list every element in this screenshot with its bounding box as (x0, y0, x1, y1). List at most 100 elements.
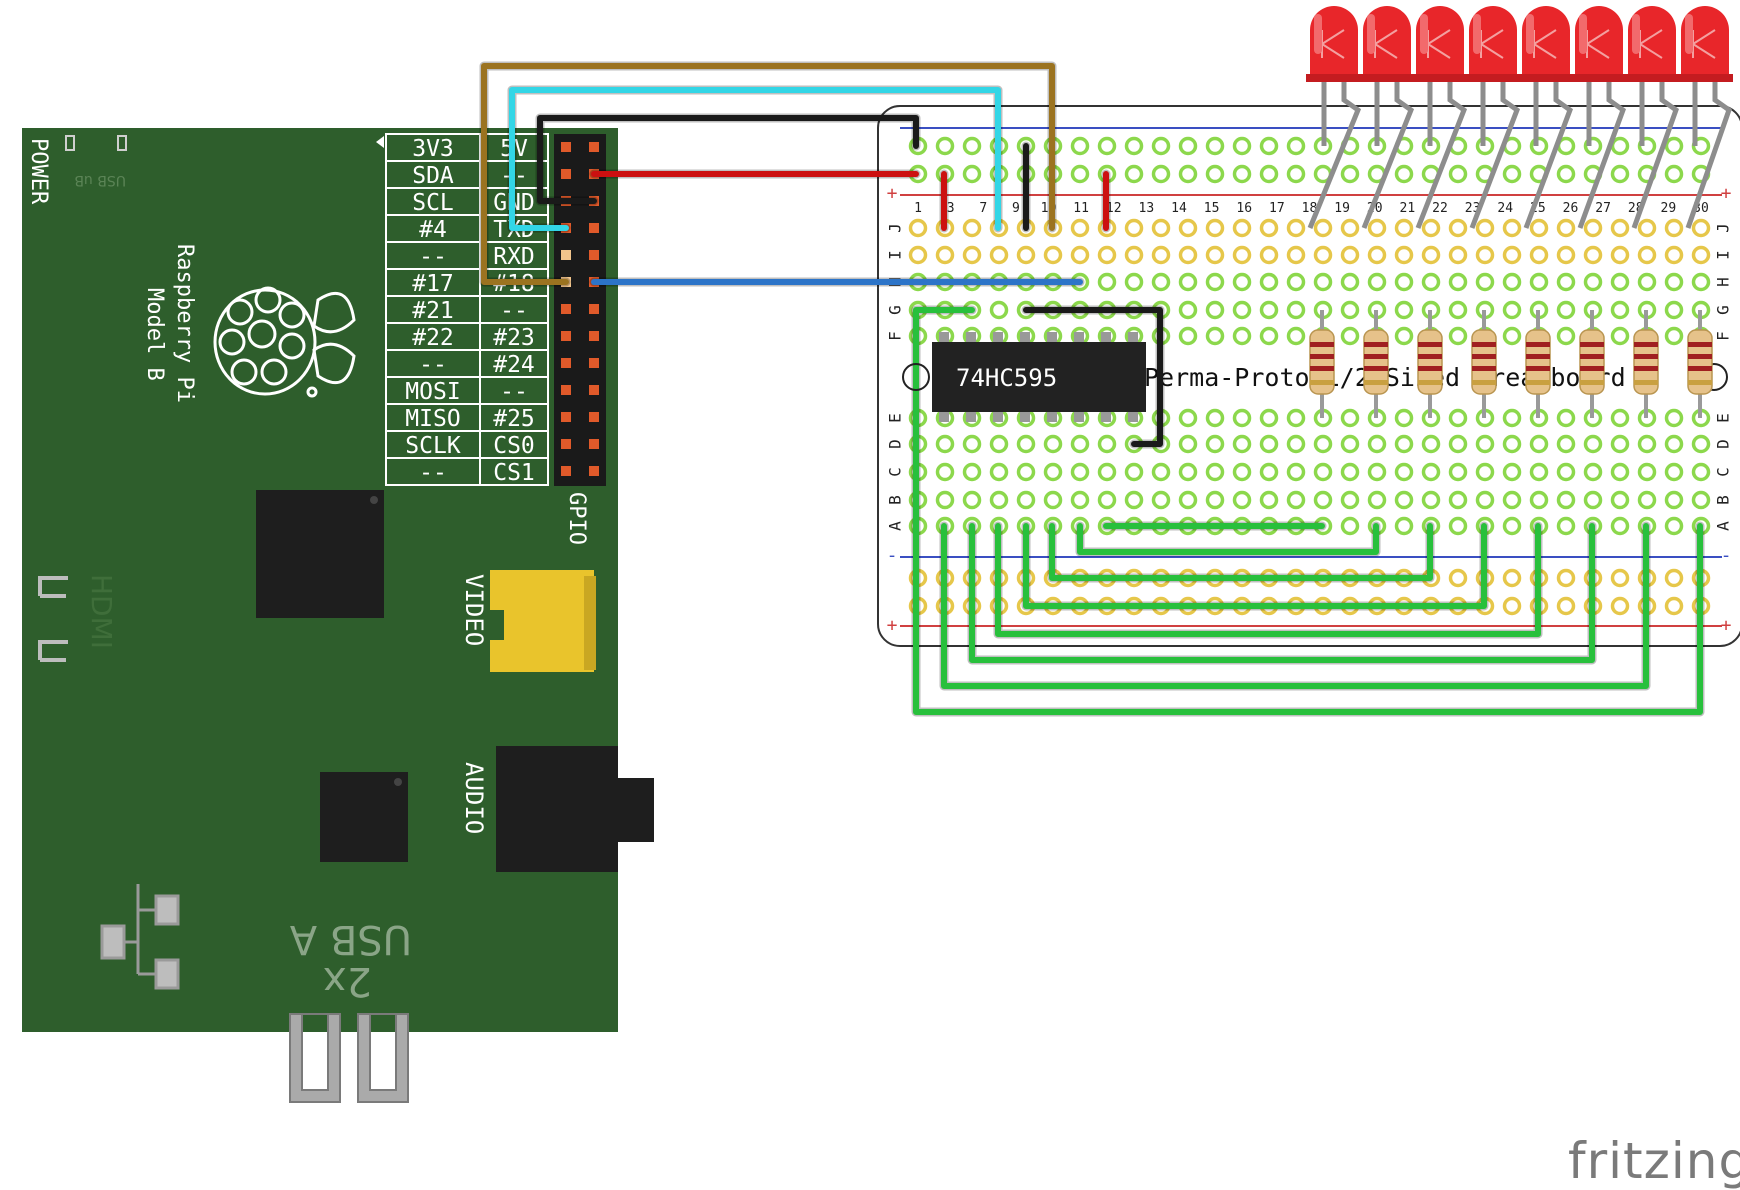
breadboard-hole (1394, 218, 1414, 238)
breadboard-hole (1664, 408, 1684, 428)
gpio-pin (589, 250, 599, 260)
row-letter: B (886, 495, 905, 505)
gpio-pin-label: #25 (493, 406, 535, 432)
breadboard-hole (1286, 218, 1306, 238)
breadboard-hole (1259, 462, 1279, 482)
gpio-pin (561, 169, 571, 179)
breadboard-hole (1502, 164, 1522, 184)
usb-a-label: USB A (289, 916, 412, 962)
breadboard-hole (1502, 490, 1522, 510)
breadboard-hole (1340, 164, 1360, 184)
breadboard-hole (1097, 245, 1117, 265)
red-led (1412, 6, 1468, 229)
breadboard-hole (1421, 218, 1441, 238)
red-led (1465, 6, 1521, 229)
row-letter: A (1714, 521, 1733, 531)
breadboard-hole (1583, 272, 1603, 292)
breadboard-hole (1394, 462, 1414, 482)
green-wire (913, 307, 1703, 715)
breadboard-hole (989, 490, 1009, 510)
breadboard-hole (1259, 136, 1279, 156)
gpio-pin (561, 331, 571, 341)
breadboard-hole (1367, 245, 1387, 265)
gpio-pin (561, 250, 571, 260)
breadboard-hole (1205, 490, 1225, 510)
breadboard-hole (1367, 434, 1387, 454)
breadboard-hole (1367, 272, 1387, 292)
column-number: 11 (1073, 201, 1089, 216)
breadboard-hole (1556, 434, 1576, 454)
breadboard-hole (1421, 272, 1441, 292)
breadboard-hole (1097, 136, 1117, 156)
breadboard-hole (1124, 462, 1144, 482)
breadboard-hole (1448, 164, 1468, 184)
breadboard-hole (1691, 434, 1711, 454)
row-letter: F (1714, 331, 1733, 341)
wires (479, 61, 1705, 717)
breadboard-hole (1610, 462, 1630, 482)
breadboard-hole (1637, 218, 1657, 238)
chip-label: 74HC595 (956, 364, 1057, 392)
column-number: 1 (914, 201, 922, 216)
breadboard-hole (1151, 136, 1171, 156)
breadboard-hole (1151, 490, 1171, 510)
breadboard-hole (1340, 218, 1360, 238)
row-letter: I (1714, 250, 1733, 260)
breadboard-hole (935, 434, 955, 454)
usb-count-label: 2x (323, 958, 372, 1004)
red-led (1306, 6, 1362, 229)
breadboard-hole (989, 434, 1009, 454)
breadboard-hole (1664, 490, 1684, 510)
gpio-pin (561, 439, 571, 449)
breadboard-hole (1097, 434, 1117, 454)
breadboard-hole (1340, 490, 1360, 510)
row-letter: H (1714, 277, 1733, 287)
rail-sign: - (1721, 545, 1732, 566)
cpu-chip (256, 490, 384, 618)
breadboard-hole (1097, 462, 1117, 482)
breadboard-hole (1610, 245, 1630, 265)
column-number: 22 (1432, 201, 1448, 216)
breadboard-hole (1205, 408, 1225, 428)
breadboard-hole (935, 490, 955, 510)
column-number: 18 (1302, 201, 1318, 216)
row-letter: G (886, 305, 905, 315)
breadboard-hole (1340, 326, 1360, 346)
breadboard-hole (1070, 136, 1090, 156)
breadboard-hole (1664, 568, 1684, 588)
breadboard-hole (1259, 300, 1279, 320)
breadboard-hole (1502, 272, 1522, 292)
breadboard-hole (1421, 434, 1441, 454)
row-letter: B (1714, 495, 1733, 505)
breadboard-hole (1664, 434, 1684, 454)
chip-pin (1101, 410, 1111, 422)
gpio-pin (589, 331, 599, 341)
breadboard-hole (1124, 136, 1144, 156)
breadboard-hole (1178, 245, 1198, 265)
column-number: 19 (1334, 201, 1350, 216)
breadboard-hole (1259, 272, 1279, 292)
breadboard-hole (1664, 596, 1684, 616)
breadboard-hole (1313, 490, 1333, 510)
breadboard-hole (1124, 164, 1144, 184)
gpio-pin-label: CS1 (493, 460, 535, 486)
breadboard-hole (1286, 300, 1306, 320)
breadboard-hole (989, 245, 1009, 265)
gpio-pin (589, 304, 599, 314)
breadboard-hole (1205, 245, 1225, 265)
breadboard-hole (935, 136, 955, 156)
breadboard-hole (1475, 462, 1495, 482)
breadboard-hole (1232, 164, 1252, 184)
breadboard-hole (962, 136, 982, 156)
column-number: 12 (1106, 201, 1122, 216)
breadboard-hole (1529, 218, 1549, 238)
breadboard-hole (1502, 434, 1522, 454)
breadboard-hole (1232, 218, 1252, 238)
breadboard-hole (1664, 218, 1684, 238)
breadboard-hole (1448, 568, 1468, 588)
breadboard-hole (1394, 300, 1414, 320)
breadboard-hole (1151, 164, 1171, 184)
gpio-pin-label: SCLK (405, 433, 461, 459)
gpio-pin (561, 358, 571, 368)
